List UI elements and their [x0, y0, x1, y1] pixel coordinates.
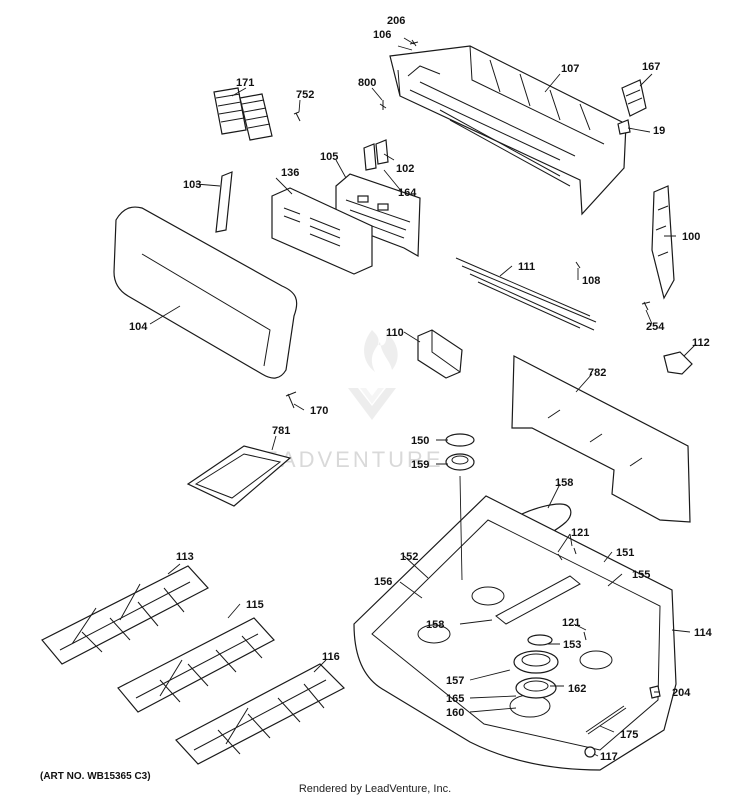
- callout-115[interactable]: 115: [246, 599, 264, 611]
- part-wire-harness[interactable]: [455, 257, 597, 331]
- callout-206[interactable]: 206: [387, 15, 405, 27]
- part-side-bracket-103[interactable]: [215, 171, 233, 233]
- part-rear-panel[interactable]: [511, 355, 691, 523]
- part-screw-108[interactable]: [575, 261, 581, 269]
- watermark-logo: [348, 330, 398, 420]
- part-burner-head-162[interactable]: [515, 677, 557, 699]
- callout-800[interactable]: 800: [358, 77, 376, 89]
- part-screw-752[interactable]: [293, 111, 301, 122]
- part-rod-175[interactable]: [585, 705, 627, 735]
- callout-752[interactable]: 752: [296, 89, 314, 101]
- callout-103[interactable]: 103: [183, 179, 201, 191]
- callout-111[interactable]: 111: [518, 261, 535, 273]
- art-number: (ART NO. WB15365 C3): [40, 771, 151, 782]
- part-electrode-121[interactable]: [557, 547, 587, 641]
- callout-117[interactable]: 117: [600, 751, 618, 763]
- part-valve-112[interactable]: [663, 351, 693, 375]
- part-spark-module[interactable]: [417, 329, 463, 379]
- callout-104[interactable]: 104: [129, 321, 148, 333]
- callout-100[interactable]: 100: [682, 231, 700, 243]
- footer-credit: Rendered by LeadVenture, Inc.: [298, 783, 452, 795]
- callout-113[interactable]: 113: [176, 551, 194, 563]
- part-grate-113[interactable]: [41, 565, 209, 665]
- callout-160[interactable]: 160: [446, 707, 464, 719]
- callout-254[interactable]: 254: [646, 321, 665, 333]
- callout-108[interactable]: 108: [582, 275, 600, 287]
- part-grate-115[interactable]: [117, 617, 275, 713]
- callout-110[interactable]: 110: [386, 327, 404, 339]
- callout-153[interactable]: 153: [563, 639, 581, 651]
- callout-152[interactable]: 152: [400, 551, 418, 563]
- callout-102[interactable]: 102: [396, 163, 414, 175]
- part-burner-cap-150[interactable]: [445, 433, 475, 447]
- part-burner-head-157[interactable]: [513, 650, 559, 674]
- part-screw-206[interactable]: [409, 39, 419, 47]
- callout-114[interactable]: 114: [694, 627, 713, 639]
- callout-167[interactable]: 167: [642, 61, 660, 73]
- part-side-trim-100[interactable]: [651, 185, 675, 300]
- callout-106[interactable]: 106: [373, 29, 391, 41]
- leader-lines: [149, 37, 697, 757]
- callout-159[interactable]: 159: [411, 459, 429, 471]
- part-burner-cap-153[interactable]: [527, 634, 553, 646]
- part-screw-800[interactable]: [379, 100, 387, 110]
- callout-204[interactable]: 204: [672, 687, 691, 699]
- callout-105[interactable]: 105: [320, 151, 338, 163]
- callout-162[interactable]: 162: [568, 683, 586, 695]
- part-screw-254[interactable]: [641, 301, 651, 311]
- callout-158-bottom[interactable]: 158: [426, 619, 444, 631]
- callout-150[interactable]: 150: [411, 435, 429, 447]
- callout-165[interactable]: 165: [446, 693, 464, 705]
- callout-112[interactable]: 112: [692, 337, 710, 349]
- part-grate-116[interactable]: [175, 663, 346, 765]
- part-control-overlay[interactable]: [271, 187, 373, 275]
- callout-175[interactable]: 175: [620, 729, 638, 741]
- part-vent-grille[interactable]: [213, 87, 273, 141]
- part-end-cap-167[interactable]: [621, 79, 647, 117]
- callout-170[interactable]: 170: [310, 405, 328, 417]
- callout-156[interactable]: 156: [374, 576, 392, 588]
- callout-151[interactable]: 151: [616, 547, 634, 559]
- callout-19[interactable]: 19: [653, 125, 665, 137]
- part-backguard[interactable]: [389, 45, 627, 216]
- callout-164[interactable]: 164: [398, 187, 417, 199]
- callout-121-top[interactable]: 121: [571, 527, 589, 539]
- callout-171[interactable]: 171: [236, 77, 254, 89]
- callout-136[interactable]: 136: [281, 167, 299, 179]
- part-control-panel[interactable]: [113, 206, 298, 379]
- part-drip-tray[interactable]: [186, 445, 292, 507]
- callout-782[interactable]: 782: [588, 367, 606, 379]
- part-clip-19[interactable]: [617, 119, 631, 135]
- callout-116[interactable]: 116: [322, 651, 340, 663]
- part-burner-head-159[interactable]: [445, 453, 475, 471]
- part-cooktop[interactable]: [353, 495, 677, 771]
- callout-157[interactable]: 157: [446, 675, 464, 687]
- part-screw-170[interactable]: [285, 391, 297, 409]
- part-bracket-102[interactable]: [363, 139, 389, 171]
- callout-121-bottom[interactable]: 121: [562, 617, 580, 629]
- callout-158-top[interactable]: 158: [555, 477, 573, 489]
- part-leveler-117[interactable]: [584, 746, 596, 758]
- callout-155[interactable]: 155: [632, 569, 650, 581]
- callout-107[interactable]: 107: [561, 63, 579, 75]
- callout-781[interactable]: 781: [272, 425, 290, 437]
